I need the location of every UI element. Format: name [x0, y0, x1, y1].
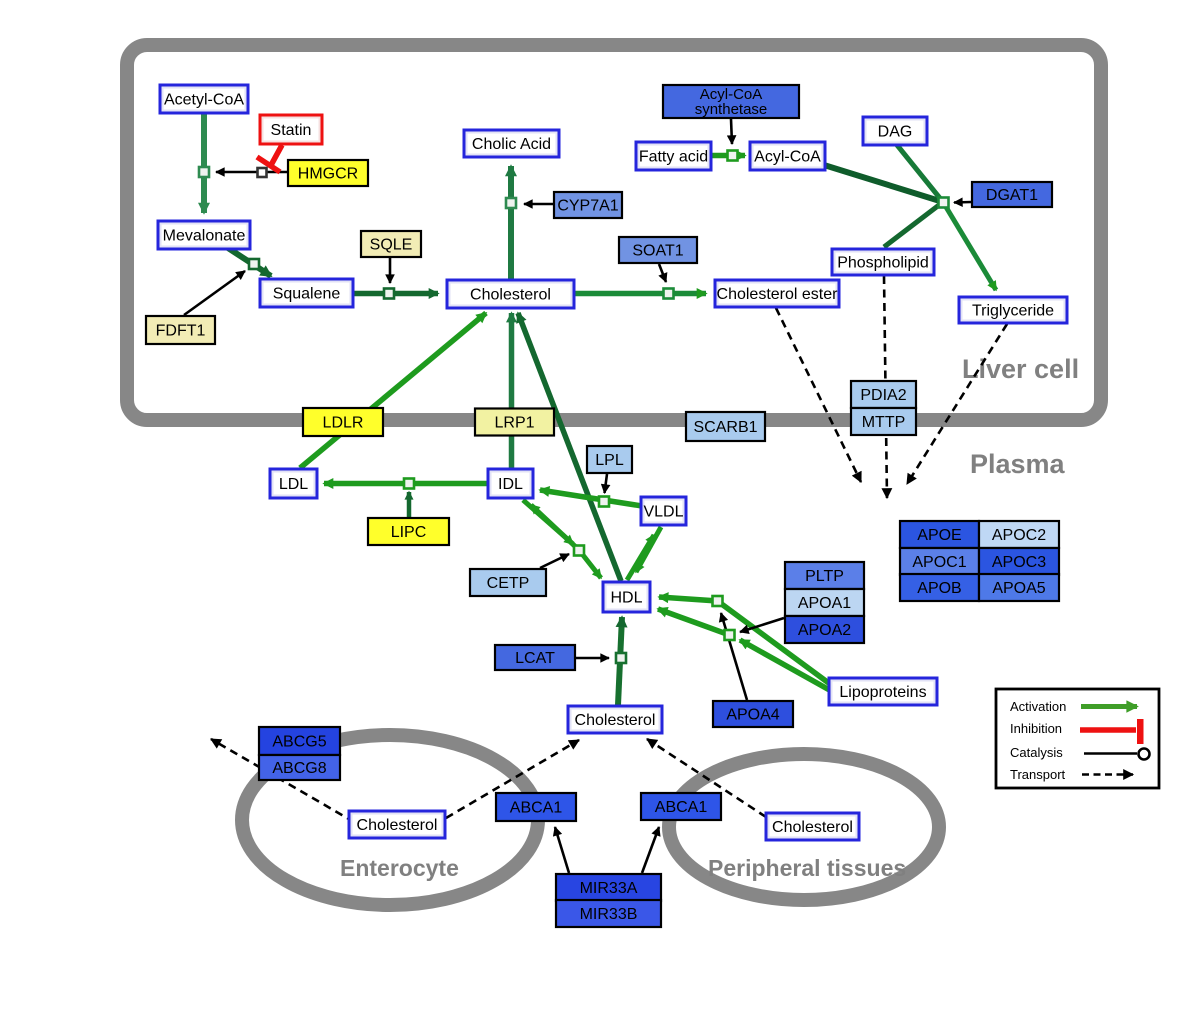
svg-text:LDLR: LDLR — [323, 415, 364, 432]
svg-text:PDIA2: PDIA2 — [860, 387, 906, 404]
svg-text:LRP1: LRP1 — [494, 415, 534, 432]
svg-text:Catalysis: Catalysis — [1010, 745, 1063, 760]
svg-text:Squalene: Squalene — [273, 286, 341, 303]
svg-text:synthetase: synthetase — [695, 101, 768, 118]
svg-text:CYP7A1: CYP7A1 — [557, 198, 618, 215]
svg-text:MIR33B: MIR33B — [580, 906, 638, 923]
svg-text:LCAT: LCAT — [515, 650, 555, 667]
svg-text:ABCA1: ABCA1 — [655, 799, 708, 816]
svg-text:Peripheral tissues: Peripheral tissues — [708, 855, 906, 881]
svg-text:Cholesterol: Cholesterol — [357, 817, 438, 834]
svg-text:Transport: Transport — [1010, 767, 1066, 782]
svg-text:APOC1: APOC1 — [912, 554, 966, 571]
svg-text:Acyl-CoA: Acyl-CoA — [700, 86, 763, 103]
svg-text:SCARB1: SCARB1 — [693, 419, 757, 436]
svg-text:Triglyceride: Triglyceride — [972, 303, 1054, 320]
svg-text:VLDL: VLDL — [643, 504, 683, 521]
svg-text:APOE: APOE — [917, 527, 961, 544]
svg-text:Lipoproteins: Lipoproteins — [839, 684, 926, 701]
svg-text:APOA5: APOA5 — [992, 580, 1045, 597]
svg-text:LPL: LPL — [595, 452, 624, 469]
svg-text:HDL: HDL — [610, 590, 642, 607]
svg-text:Inhibition: Inhibition — [1010, 721, 1062, 736]
svg-text:ABCA1: ABCA1 — [510, 800, 563, 817]
svg-text:APOA2: APOA2 — [798, 622, 851, 639]
svg-text:IDL: IDL — [498, 476, 523, 493]
svg-text:APOA1: APOA1 — [798, 595, 851, 612]
svg-text:SQLE: SQLE — [370, 237, 413, 254]
svg-text:APOA4: APOA4 — [726, 707, 779, 724]
svg-text:Enterocyte: Enterocyte — [340, 855, 459, 881]
svg-text:Statin: Statin — [271, 122, 312, 139]
svg-text:Acyl-CoA: Acyl-CoA — [754, 149, 821, 166]
svg-text:MIR33A: MIR33A — [580, 880, 638, 897]
svg-text:Acetyl-CoA: Acetyl-CoA — [164, 92, 244, 109]
svg-text:LDL: LDL — [279, 476, 308, 493]
svg-text:Liver cell: Liver cell — [962, 354, 1079, 384]
svg-text:APOB: APOB — [917, 580, 961, 597]
svg-text:Cholesterol: Cholesterol — [772, 819, 853, 836]
svg-text:MTTP: MTTP — [862, 414, 906, 431]
svg-text:Phospholipid: Phospholipid — [837, 255, 929, 272]
svg-text:Cholesterol: Cholesterol — [470, 287, 551, 304]
svg-text:HMGCR: HMGCR — [298, 166, 358, 183]
svg-text:DGAT1: DGAT1 — [986, 187, 1038, 204]
svg-text:ABCG8: ABCG8 — [272, 760, 326, 777]
svg-text:ABCG5: ABCG5 — [272, 734, 326, 751]
svg-text:Plasma: Plasma — [970, 449, 1066, 479]
svg-text:APOC3: APOC3 — [992, 554, 1046, 571]
svg-text:Mevalonate: Mevalonate — [163, 228, 246, 245]
svg-text:Cholesterol: Cholesterol — [575, 712, 656, 729]
svg-text:Activation: Activation — [1010, 699, 1066, 714]
svg-text:PLTP: PLTP — [805, 568, 844, 585]
svg-text:DAG: DAG — [878, 124, 913, 141]
svg-text:SOAT1: SOAT1 — [632, 243, 683, 260]
svg-text:Cholesterol ester: Cholesterol ester — [717, 286, 839, 303]
svg-text:FDFT1: FDFT1 — [156, 323, 206, 340]
svg-text:APOC2: APOC2 — [992, 527, 1046, 544]
svg-text:Cholic Acid: Cholic Acid — [472, 136, 551, 153]
svg-text:LIPC: LIPC — [391, 524, 427, 541]
svg-text:Fatty acid: Fatty acid — [639, 149, 708, 166]
svg-text:CETP: CETP — [487, 575, 530, 592]
